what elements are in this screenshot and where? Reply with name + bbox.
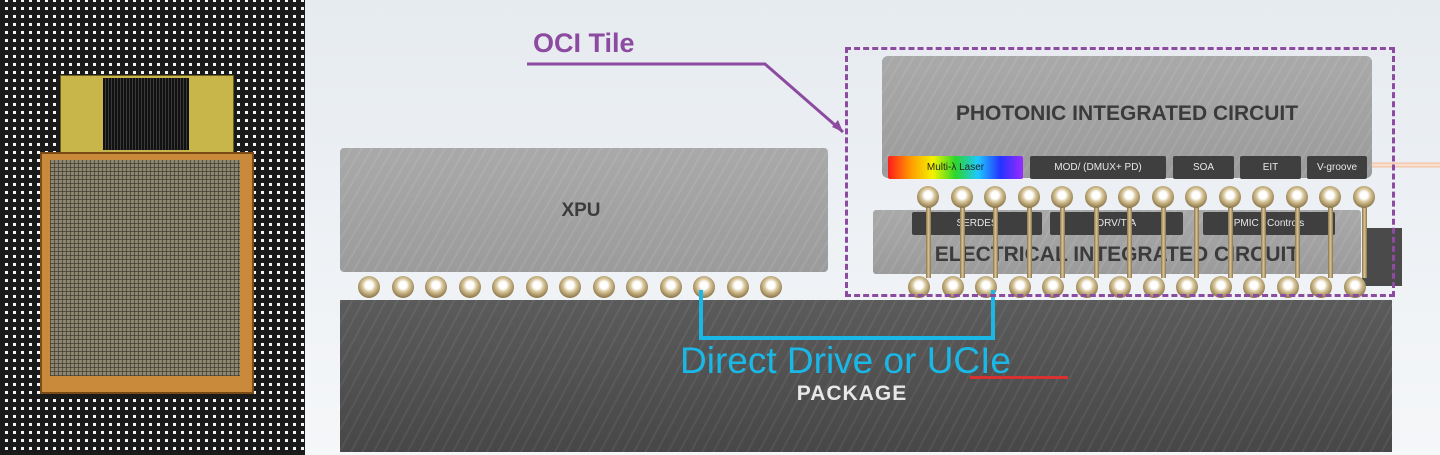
interconnect-pillar — [1127, 200, 1132, 278]
xpu-label: XPU — [561, 200, 601, 221]
pic-micro-bump — [984, 186, 1006, 208]
xpu-chip — [340, 148, 828, 272]
direct-drive-bracket — [699, 290, 995, 340]
xpu-solder-bump — [626, 276, 648, 298]
module-photo — [0, 0, 305, 455]
xpu-solder-bump — [425, 276, 447, 298]
oci-leader-arrowhead — [832, 120, 843, 132]
xpu-solder-bump — [525, 276, 548, 298]
eic-solder-bump — [1310, 276, 1332, 298]
oci-tile-outline — [845, 47, 1395, 297]
pic-tag-eit: EIT — [1240, 156, 1301, 179]
xpu-solder-bump — [693, 276, 715, 298]
xpu-solder-bump — [726, 276, 749, 298]
eic-tag-pmic: PMIC / Controls — [1203, 212, 1335, 235]
package-substrate — [340, 300, 1392, 452]
electrical-ic-label: ELECTRICAL INTEGRATED CIRCUIT — [934, 243, 1300, 266]
xpu-solder-bump — [592, 276, 615, 298]
xpu-solder-bump — [458, 276, 481, 298]
interconnect-pillar — [1328, 200, 1333, 278]
pic-micro-bump — [1285, 186, 1308, 208]
interconnect-pillar — [1227, 200, 1233, 278]
xpu-solder-bump — [492, 276, 514, 298]
interconnect-pillar — [1261, 200, 1266, 278]
eic-solder-bump — [1075, 276, 1098, 298]
eic-solder-bump — [1109, 276, 1131, 298]
pic-micro-bump — [917, 186, 939, 208]
pic-tag-modulator: MOD/ (DMUX+ PD) — [1030, 156, 1166, 179]
interconnect-pillar — [926, 200, 931, 278]
eic-solder-bump — [1243, 276, 1265, 298]
xpu-solder-bump — [559, 276, 581, 298]
pic-micro-bump — [950, 186, 973, 208]
fiber-block — [1362, 228, 1402, 286]
interconnect-pillar — [1194, 200, 1199, 278]
xpu-solder-bump — [760, 276, 782, 298]
optical-beam — [1372, 148, 1440, 182]
interconnect-pillar — [1361, 200, 1367, 278]
eic-solder-bump — [941, 276, 964, 298]
interconnect-pillar — [959, 200, 965, 278]
ucie-text: UCIe — [926, 340, 1012, 381]
eic-solder-bump — [1276, 276, 1299, 298]
module-die-array — [50, 160, 240, 376]
eic-tag-drv-tia: DRV/TIA — [1050, 212, 1183, 235]
package-label: PACKAGE — [796, 382, 908, 405]
interconnect-pillar — [993, 200, 998, 278]
pic-tag-soa: SOA — [1173, 156, 1234, 179]
pic-micro-bump — [1185, 186, 1207, 208]
pic-micro-bump — [1218, 186, 1241, 208]
pic-micro-bump — [1252, 186, 1274, 208]
direct-drive-text: Direct Drive or — [680, 340, 927, 381]
pic-micro-bump — [1051, 186, 1073, 208]
eic-tag-serdes: SERDES — [912, 212, 1042, 235]
pic-micro-bump — [1118, 186, 1140, 208]
pic-micro-bump — [1017, 186, 1040, 208]
oci-leader-line — [527, 62, 844, 134]
eic-solder-bump — [1343, 276, 1366, 298]
pic-micro-bump — [1352, 186, 1375, 208]
xpu-solder-bump — [391, 276, 414, 298]
interconnect-pillar — [1160, 200, 1166, 278]
eic-solder-bump — [1042, 276, 1064, 298]
eic-solder-bump — [908, 276, 930, 298]
interconnect-pillar — [1093, 200, 1099, 278]
photonic-ic-label: PHOTONIC INTEGRATED CIRCUIT — [955, 102, 1299, 125]
xpu-solder-bump — [358, 276, 380, 298]
xpu-solder-bump — [659, 276, 682, 298]
eic-solder-bump — [1142, 276, 1165, 298]
interconnect-pillar — [1294, 200, 1300, 278]
direct-drive-label: Direct Drive or UCIe — [680, 340, 1011, 382]
interconnect-pillar — [1060, 200, 1065, 278]
eic-solder-bump — [1176, 276, 1198, 298]
pic-tag-vgroove: V-groove — [1307, 156, 1367, 179]
pic-micro-bump — [1151, 186, 1174, 208]
interconnect-pillar — [1026, 200, 1032, 278]
oci-tile-label: OCI Tile — [533, 28, 635, 58]
pic-tag-laser: Multi-λ Laser — [888, 156, 1023, 179]
pic-micro-bump — [1084, 186, 1107, 208]
ucie-underline — [970, 376, 1068, 379]
pic-micro-bump — [1319, 186, 1341, 208]
eic-solder-bump — [1209, 276, 1232, 298]
ribbon-cable-icon — [103, 78, 189, 150]
eic-solder-bump — [1008, 276, 1031, 298]
